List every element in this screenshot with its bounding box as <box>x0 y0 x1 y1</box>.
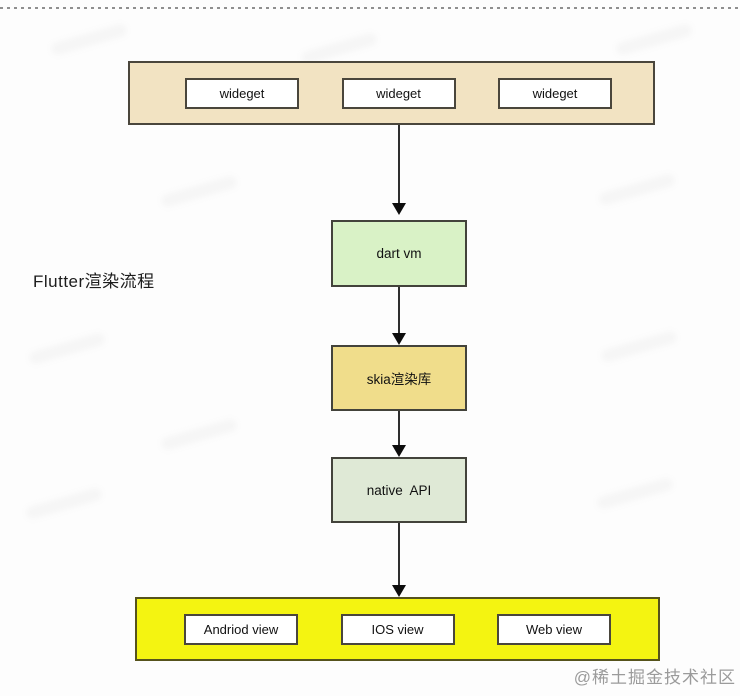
flow-node-label: native API <box>366 482 432 498</box>
platform-box-label: Andriod view <box>203 621 279 637</box>
background-watermark <box>159 174 239 209</box>
flow-node-skia: skia渲染库 <box>331 345 467 411</box>
flow-arrow-down <box>391 125 407 215</box>
arrow-shaft <box>398 411 400 447</box>
background-watermark <box>599 329 679 364</box>
platform-box-label: Web view <box>525 621 583 637</box>
background-watermark <box>595 476 675 511</box>
widget-layer-container: wideget wideget wideget <box>128 61 655 125</box>
background-watermark <box>597 172 677 207</box>
flow-node-dart-vm: dart vm <box>331 220 467 287</box>
arrowhead-icon <box>392 585 406 597</box>
arrow-shaft <box>398 523 400 587</box>
widget-box-label: wideget <box>219 85 265 101</box>
widget-box: wideget <box>341 77 456 109</box>
arrowhead-icon <box>392 445 406 457</box>
platform-box: IOS view <box>340 613 455 645</box>
background-watermark <box>27 331 107 366</box>
platform-box-label: IOS view <box>371 621 424 637</box>
community-watermark: @稀土掘金技术社区 <box>573 668 736 687</box>
background-watermark <box>614 22 694 57</box>
widget-box-label: wideget <box>532 85 578 101</box>
background-watermark <box>49 22 129 57</box>
platform-box: Web view <box>497 613 611 645</box>
flow-arrow-down <box>391 411 407 457</box>
background-watermark <box>159 417 239 452</box>
widget-box-label: wideget <box>376 85 421 101</box>
arrow-shaft <box>398 287 400 335</box>
platform-layer-container: Andriod view IOS view Web view <box>135 597 660 661</box>
widget-box: wideget <box>498 77 612 109</box>
arrowhead-icon <box>392 203 406 215</box>
platform-box: Andriod view <box>184 613 298 645</box>
flow-node-label: skia渲染库 <box>366 372 432 387</box>
background-watermark <box>24 486 104 521</box>
widget-box: wideget <box>185 77 299 109</box>
diagram-title: Flutter渲染流程 <box>33 272 155 291</box>
flow-node-native-api: native API <box>331 457 467 523</box>
flow-node-label: dart vm <box>376 246 422 261</box>
flow-arrow-down <box>391 287 407 345</box>
arrowhead-icon <box>392 333 406 345</box>
arrow-shaft <box>398 125 400 205</box>
top-dotted-divider <box>0 7 740 9</box>
flow-arrow-down <box>391 523 407 597</box>
